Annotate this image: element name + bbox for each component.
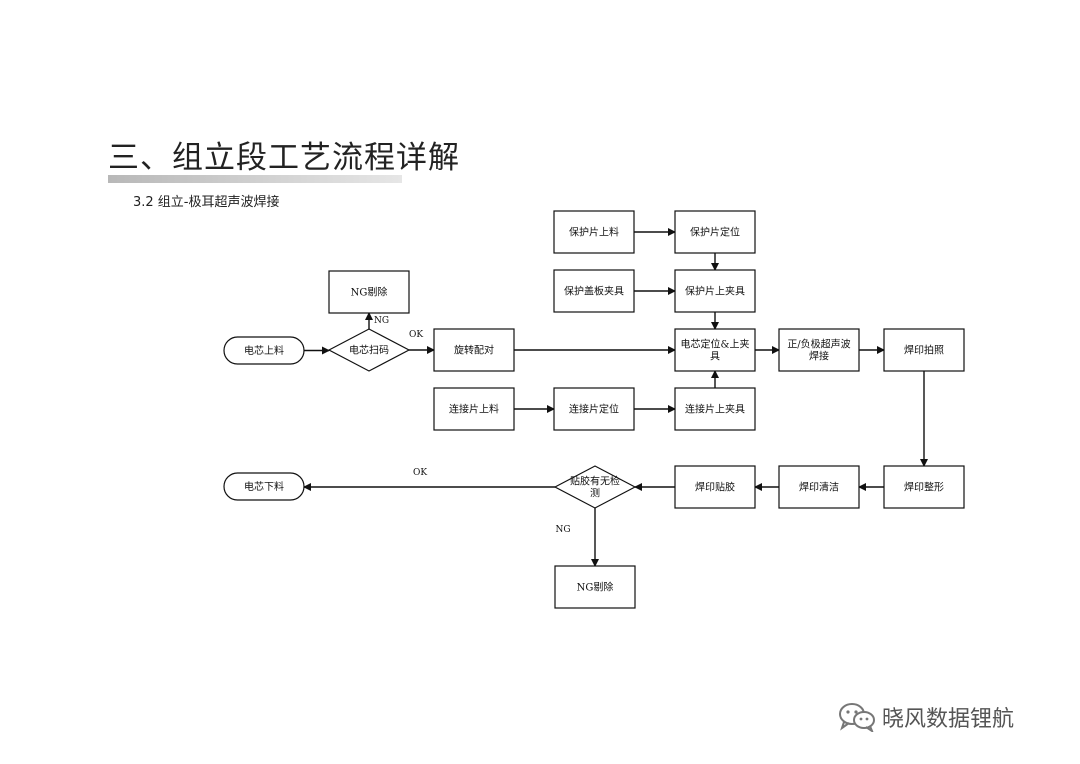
wechat-icon xyxy=(839,703,875,732)
edge-label: NG xyxy=(374,316,389,326)
node-label: 保护片上料 xyxy=(569,226,619,239)
node-label: 电芯下料 xyxy=(244,480,284,493)
node-label: 具 xyxy=(710,351,720,363)
node-conn-load: 连接片上料 xyxy=(433,387,515,431)
title-underline xyxy=(108,175,402,183)
node-label: 焊印贴胶 xyxy=(695,481,735,494)
node-weld-photo: 焊印拍照 xyxy=(883,328,965,372)
node-weld-shape: 焊印整形 xyxy=(883,465,965,509)
process-shape xyxy=(433,328,515,372)
node-label: 连接片定位 xyxy=(569,403,619,416)
node-cell-unload: 电芯下料 xyxy=(223,472,305,501)
node-cell-load: 电芯上料 xyxy=(223,336,305,365)
node-label: 焊接 xyxy=(809,350,829,363)
process-shape xyxy=(553,210,635,254)
terminal-shape xyxy=(223,472,305,501)
process-shape xyxy=(674,387,756,431)
process-shape xyxy=(433,387,515,431)
node-scan: 电芯扫码 xyxy=(327,328,411,372)
node-protect-fixture: 保护片上夹具 xyxy=(674,269,756,313)
node-label: 连接片上夹具 xyxy=(685,403,745,416)
node-label: 焊印拍照 xyxy=(904,344,944,357)
node-conn-pos: 连接片定位 xyxy=(553,387,635,431)
page-subtitle: 3.2 组立-极耳超声波焊接 xyxy=(133,195,280,210)
node-label: 保护片上夹具 xyxy=(685,285,745,298)
node-rotate-match: 旋转配对 xyxy=(433,328,515,372)
node-ng-remove-2: NG剔除 xyxy=(554,565,636,609)
process-shape xyxy=(554,565,636,609)
node-label: 旋转配对 xyxy=(454,344,494,357)
process-shape xyxy=(778,465,860,509)
node-label: 保护盖板夹具 xyxy=(564,285,624,298)
process-shape xyxy=(553,269,635,313)
watermark: 晓风数据锂航 xyxy=(838,700,1014,734)
node-protect-pos: 保护片定位 xyxy=(674,210,756,254)
process-shape xyxy=(883,328,965,372)
decision-shape xyxy=(327,328,411,372)
terminal-shape xyxy=(223,336,305,365)
node-protect-load: 保护片上料 xyxy=(553,210,635,254)
node-label: 电芯定位&上夹 xyxy=(681,338,750,351)
node-label: 连接片上料 xyxy=(449,403,499,416)
node-label: 贴胶有无检 xyxy=(570,475,620,488)
process-shape xyxy=(883,465,965,509)
node-label: 保护片定位 xyxy=(690,226,740,239)
process-shape xyxy=(778,328,860,372)
node-weld-clean: 焊印清洁 xyxy=(778,465,860,509)
process-shape xyxy=(328,270,410,314)
node-cover-clamp: 保护盖板夹具 xyxy=(553,269,635,313)
watermark-text: 晓风数据锂航 xyxy=(882,707,1015,732)
node-cell-pos-fixture: 电芯定位&上夹具 xyxy=(674,328,756,372)
node-weld-tape: 焊印贴胶 xyxy=(674,465,756,509)
node-label: 测 xyxy=(590,487,600,500)
node-label: NG剔除 xyxy=(577,581,614,594)
process-shape xyxy=(674,328,756,372)
node-label: 电芯扫码 xyxy=(349,344,389,357)
node-conn-fixture: 连接片上夹具 xyxy=(674,387,756,431)
node-label: 电芯上料 xyxy=(244,344,284,357)
process-shape xyxy=(553,387,635,431)
node-label: 正/负极超声波 xyxy=(787,338,850,351)
process-shape xyxy=(674,269,756,313)
decision-shape xyxy=(553,465,637,509)
node-label: 焊印清洁 xyxy=(799,481,839,494)
node-label: NG剔除 xyxy=(351,286,388,299)
edge-label: NG xyxy=(555,525,570,535)
process-shape xyxy=(674,465,756,509)
edge-label: OK xyxy=(413,468,427,478)
node-label: 焊印整形 xyxy=(904,481,944,494)
node-ng-remove-1: NG剔除 xyxy=(328,270,410,314)
page-title: 三、组立段工艺流程详解 xyxy=(108,140,460,176)
process-shape xyxy=(674,210,756,254)
edge-label: OK xyxy=(409,330,423,340)
